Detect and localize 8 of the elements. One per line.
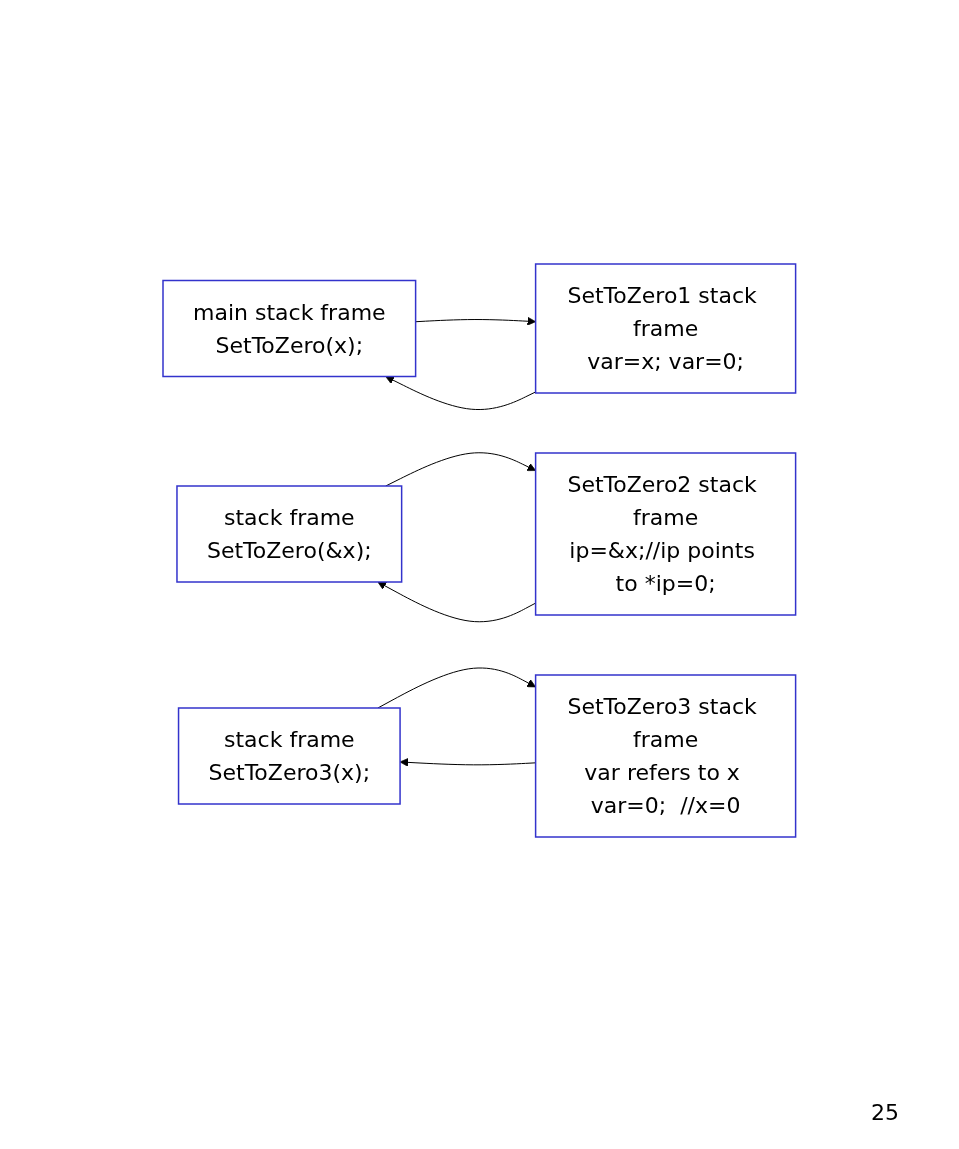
node-box: main stack frame SetToZero(x); bbox=[162, 279, 417, 377]
arrow bbox=[385, 375, 537, 410]
node-box: stack frame SetToZero3(x); bbox=[178, 706, 401, 805]
node-box: stack frame SetToZero(&x); bbox=[176, 484, 403, 583]
node-box: SetToZero1 stack frame var=x; var=0; bbox=[535, 262, 797, 394]
node-box: SetToZero3 stack frame var refers to x var=0; //x=0 bbox=[535, 673, 797, 838]
node-box: SetToZero2 stack frame ip=&x;//ip points to *ip=0; bbox=[535, 451, 797, 616]
page-number: 25 bbox=[870, 1100, 899, 1125]
